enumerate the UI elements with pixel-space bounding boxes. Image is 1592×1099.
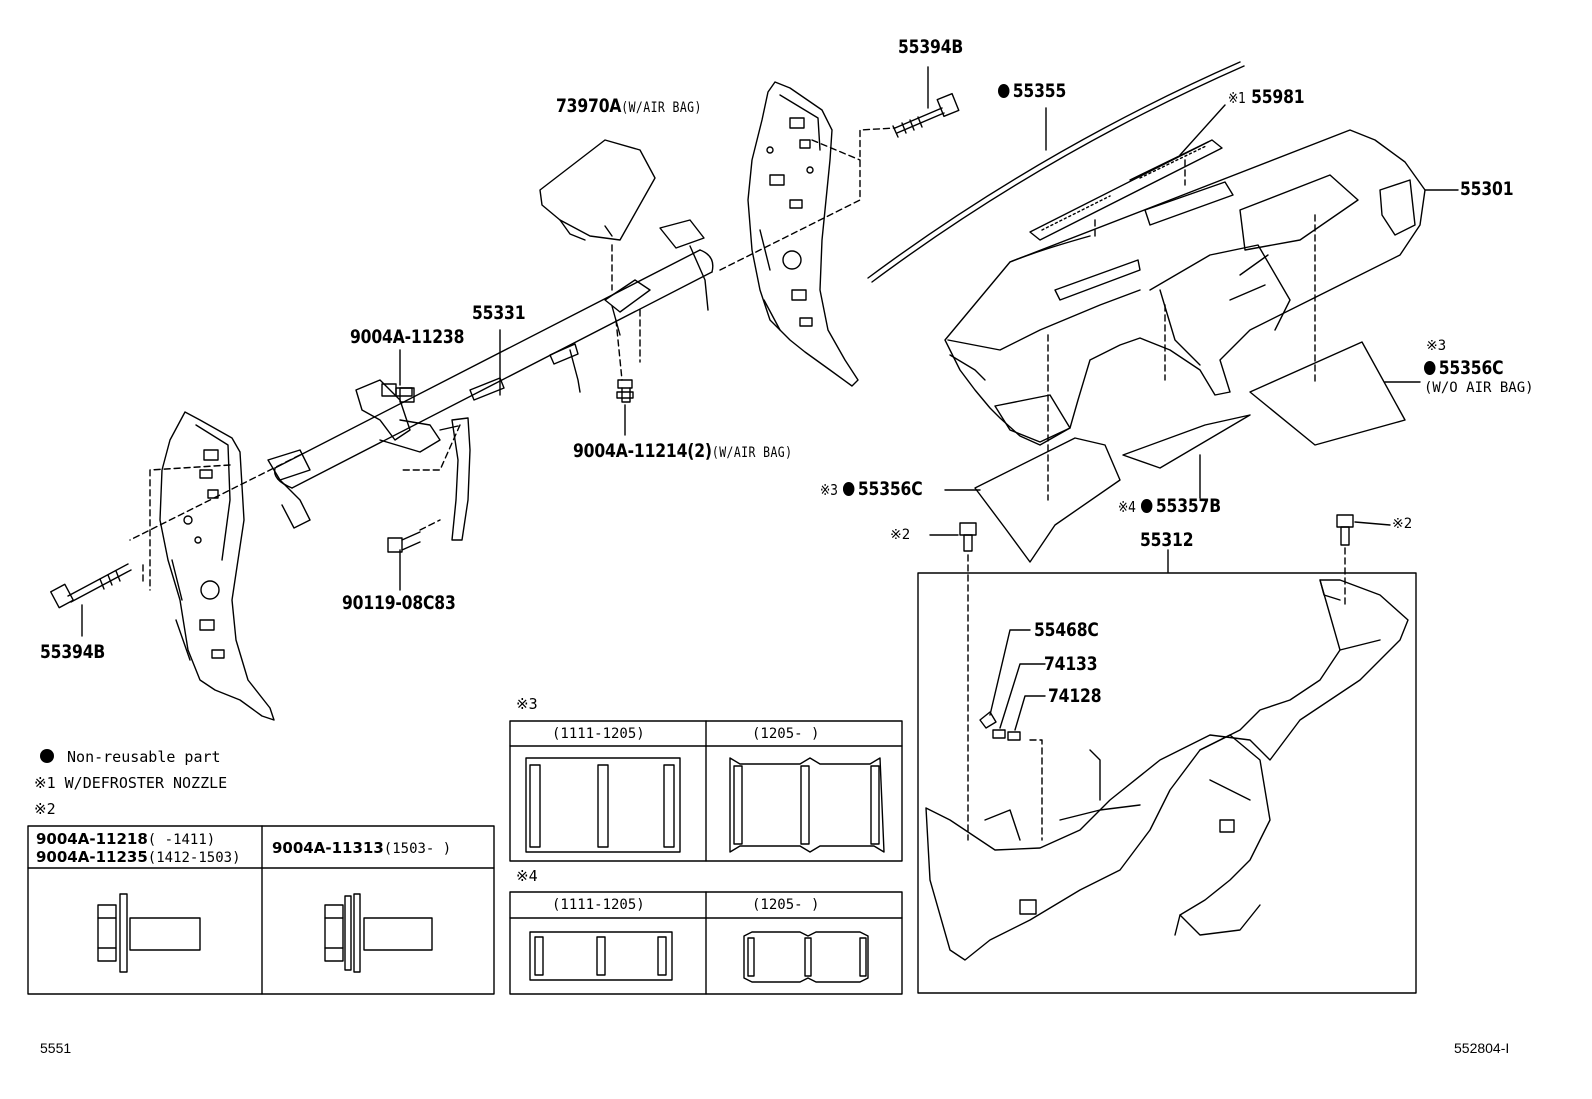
non-reusable-dot-icon — [1424, 361, 1436, 375]
non-reusable-dot-icon — [40, 749, 54, 763]
table2-right: 9004A-11313(1503- ) — [272, 839, 452, 857]
bolt-9004a-11238 — [381, 383, 413, 397]
left-side-bracket — [159, 411, 275, 721]
label-mark2-right: ※2 — [1392, 516, 1413, 532]
legend-note3: ※3 — [516, 695, 538, 713]
label-9004a-11214: 9004A-11214(2)(W/AIR BAG) — [573, 440, 793, 462]
lower-panel — [925, 579, 1409, 961]
label-55312: 55312 — [1140, 529, 1194, 551]
bolt-mark2-left — [959, 522, 977, 552]
instrument-panel — [944, 129, 1426, 446]
silencer-pad-right — [1249, 341, 1406, 446]
bolt-9004a-11214 — [616, 379, 634, 403]
footer-right-code: 552804-I — [1454, 1040, 1510, 1056]
label-55356c-right-note: (W/O AIR BAG) — [1424, 380, 1534, 396]
label-90119-08c83: 90119-08C83 — [342, 592, 456, 614]
windshield-moulding — [867, 61, 1245, 283]
right-side-bracket — [747, 81, 859, 387]
table-mark3 — [509, 720, 903, 862]
legend-nonreusable: Non-reusable part — [40, 748, 221, 766]
bolt-55394b-top — [892, 92, 960, 138]
label-55394b-bottom: 55394B — [40, 641, 106, 663]
lower-panel-box — [917, 572, 1417, 994]
solid-leaders — [81, 66, 1459, 731]
label-74128: 74128 — [1048, 685, 1102, 707]
label-9004a-11238: 9004A-11238 — [350, 326, 465, 348]
legend-note1: ※1 W/DEFROSTER NOZZLE — [34, 774, 228, 792]
table2-left-row1: 9004A-11218( -1411) — [36, 830, 216, 848]
bolt-55394b-bottom — [50, 563, 132, 609]
label-55468c: 55468C — [1034, 619, 1099, 641]
label-73970a: 73970A(W/AIR BAG) — [556, 95, 702, 117]
airbag-module — [539, 139, 656, 241]
table4-col2: (1205- ) — [752, 897, 820, 913]
cross-car-beam — [267, 219, 714, 529]
defroster-nozzle — [1029, 139, 1223, 241]
clip-55468c — [979, 711, 1021, 741]
table-mark2 — [27, 825, 495, 995]
silencer-pad-center — [1122, 414, 1251, 469]
non-reusable-dot-icon — [1141, 499, 1153, 513]
label-74133: 74133 — [1044, 653, 1098, 675]
label-55356c-right: 55356C — [1424, 357, 1504, 379]
label-55301: 55301 — [1460, 178, 1514, 200]
label-55331: 55331 — [472, 302, 526, 324]
table4-col1: (1111-1205) — [552, 897, 645, 913]
center-brace — [355, 379, 471, 541]
dashed-leaders — [129, 127, 1346, 841]
table3-col1: (1111-1205) — [552, 726, 645, 742]
legend-note4: ※4 — [516, 867, 538, 885]
label-55356c-right-mark: ※3 — [1426, 338, 1447, 354]
footer-left-code: 5551 — [40, 1040, 72, 1056]
label-55357b: ※4 55357B — [1118, 495, 1221, 517]
label-55356c-left: ※3 55356C — [820, 478, 923, 500]
silencer-pad-left — [974, 437, 1121, 563]
table-mark4 — [509, 891, 903, 995]
label-55981: ※1 55981 — [1228, 86, 1305, 108]
bolt-90119 — [387, 531, 421, 553]
non-reusable-dot-icon — [998, 84, 1010, 98]
bolt-mark2-right — [1336, 514, 1354, 546]
label-mark2-left: ※2 — [890, 527, 911, 543]
label-55355: 55355 — [998, 80, 1066, 102]
non-reusable-dot-icon — [843, 482, 855, 496]
table3-col2: (1205- ) — [752, 726, 820, 742]
label-55394b-top: 55394B — [898, 36, 964, 58]
legend-note2: ※2 — [34, 800, 56, 818]
table2-left-row2: 9004A-11235(1412-1503) — [36, 848, 241, 866]
